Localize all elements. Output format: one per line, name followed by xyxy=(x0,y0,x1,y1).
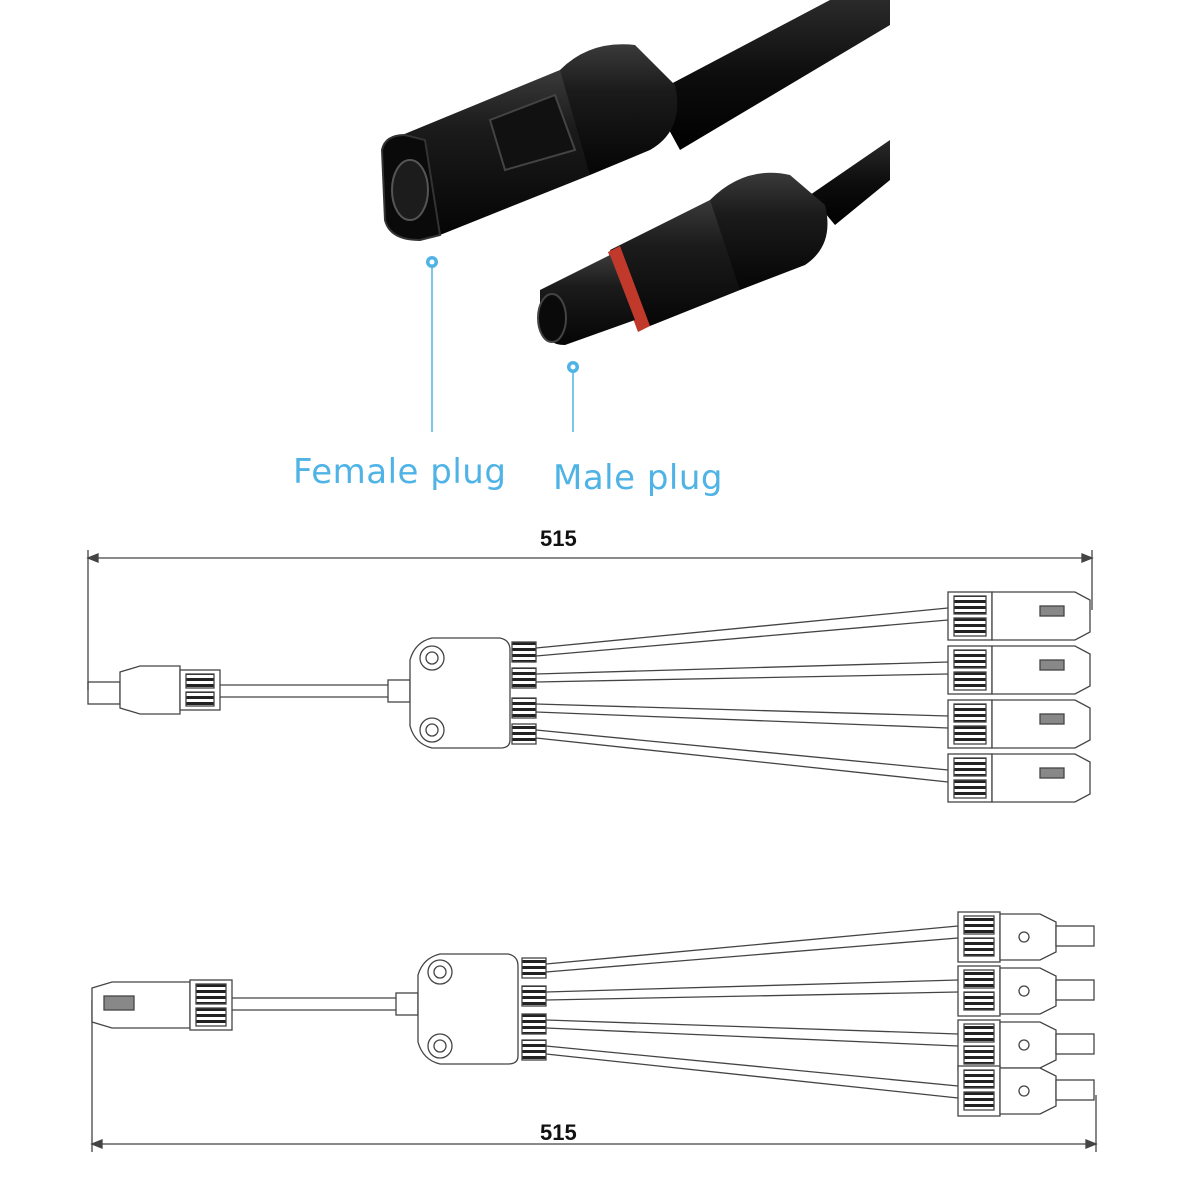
bottom-cable-gland xyxy=(395,992,419,1016)
top-main-connector xyxy=(87,665,221,715)
top-branch-hub xyxy=(409,637,537,749)
male-plug-label: Male plug xyxy=(553,458,724,498)
top-female-connectors xyxy=(947,591,1091,803)
top-cable-gland xyxy=(387,679,411,703)
female-latch xyxy=(488,93,577,172)
connector-photo xyxy=(380,0,890,432)
bottom-dimension-label: 515 xyxy=(540,1120,577,1145)
female-nut xyxy=(560,44,678,176)
male-body xyxy=(610,200,740,330)
bottom-branch-hub xyxy=(417,953,547,1065)
top-assembly-drawing xyxy=(86,550,1094,803)
top-dimension-label: 515 xyxy=(540,526,577,551)
male-nut xyxy=(710,172,828,290)
male-seal-ring xyxy=(608,246,650,332)
female-plug-label: Female plug xyxy=(293,452,507,492)
bottom-branch-cables xyxy=(545,925,959,1099)
female-socket xyxy=(391,159,429,221)
bottom-assembly-drawing xyxy=(90,911,1098,1152)
male-cable xyxy=(810,140,890,225)
female-cable xyxy=(650,0,890,150)
bottom-main-connector xyxy=(91,979,233,1031)
bottom-male-connectors xyxy=(957,911,1095,1117)
male-pin-tip xyxy=(537,293,567,343)
top-branch-cables xyxy=(535,607,949,783)
